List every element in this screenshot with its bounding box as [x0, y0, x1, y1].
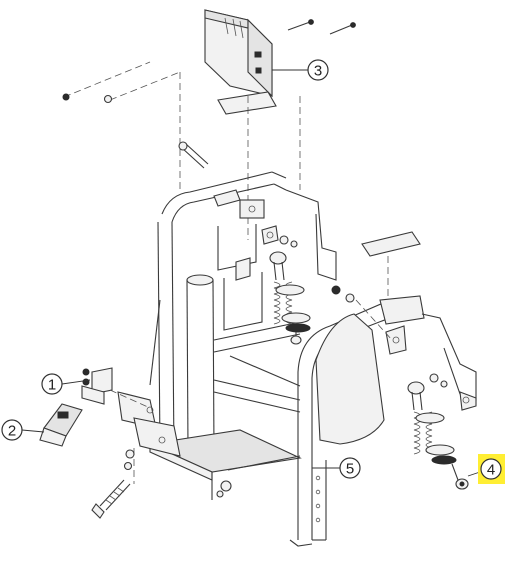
lower-left-hardware [39, 367, 232, 519]
callout-5: 5 [339, 457, 361, 479]
callout-5-label: 5 [346, 461, 354, 478]
callout-4-label: 4 [487, 462, 495, 479]
callout-1: 1 [41, 373, 63, 395]
callout-1-label: 1 [48, 377, 56, 394]
callout-2: 2 [1, 419, 23, 441]
callout-2-label: 2 [8, 423, 16, 440]
leader-lines [21, 69, 481, 477]
callout-3: 3 [307, 59, 329, 81]
main-frame [148, 171, 337, 500]
right-bolts [331, 231, 448, 388]
upper-bolt [178, 141, 209, 169]
handle-frame [289, 295, 477, 547]
rear-shock-right [407, 381, 469, 490]
control-box [204, 9, 277, 115]
callout-4: 4 [478, 454, 505, 484]
top-bolts [62, 19, 356, 240]
rear-shock-left [269, 251, 311, 345]
callout-3-label: 3 [314, 63, 322, 80]
